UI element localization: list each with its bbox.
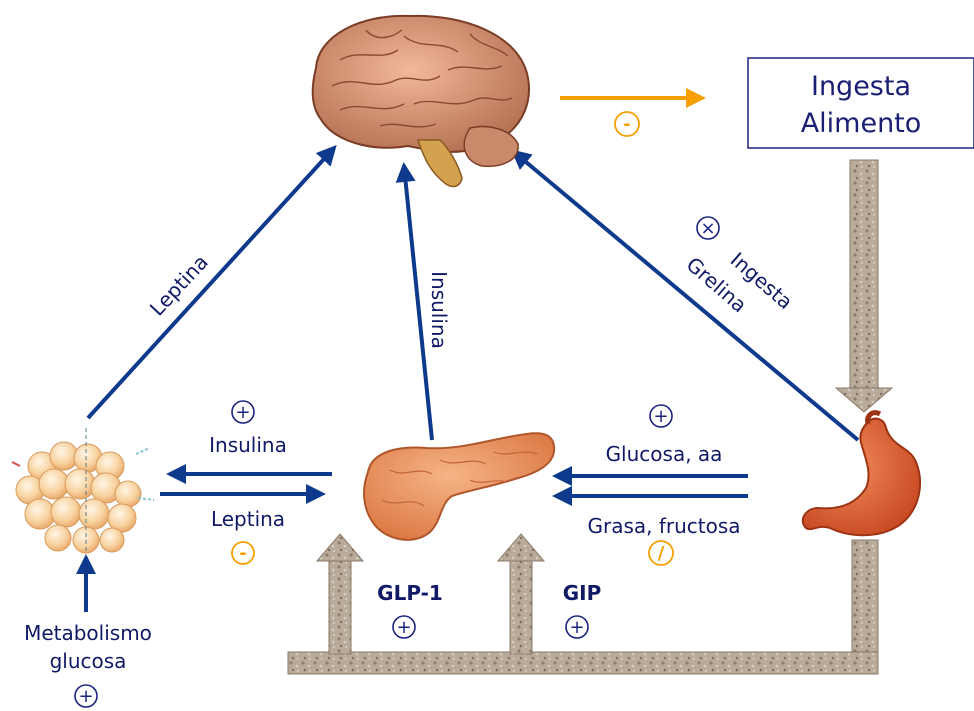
plus-symbol-insulina: + <box>232 401 254 423</box>
slash-symbol-grasa: / <box>649 541 673 565</box>
label-insulina-vertical: Insulina <box>427 271 451 349</box>
label-grasa-fructosa: Grasa, fructosa <box>587 514 740 538</box>
intake-box-line1: Ingesta <box>811 71 911 102</box>
adipocytes-icon <box>12 428 154 556</box>
svg-text:+: + <box>235 402 250 423</box>
label-glp1: GLP-1 <box>377 581 443 605</box>
svg-text:+: + <box>569 617 584 638</box>
label-glucosa: glucosa <box>50 649 127 673</box>
plus-symbol-glucosa: + <box>650 405 672 427</box>
intake-box-line2: Alimento <box>801 108 922 139</box>
signal-arrows <box>86 148 858 612</box>
label-leptina-horizontal: Leptina <box>211 507 285 531</box>
label-glucosa-aa: Glucosa, aa <box>606 442 723 466</box>
arrow-grelina-to-brain <box>514 152 858 440</box>
label-metabolismo: Metabolismo <box>24 621 152 645</box>
svg-text:-: - <box>239 543 246 564</box>
svg-text:+: + <box>653 406 668 427</box>
plus-symbol-gip: + <box>566 616 588 638</box>
minus-symbol-leptina: - <box>232 542 254 564</box>
label-insulina-horizontal: Insulina <box>209 433 287 457</box>
plus-symbol-glp1: + <box>393 616 415 638</box>
svg-text:/: / <box>658 543 665 564</box>
svg-text:+: + <box>396 617 411 638</box>
pancreas-icon <box>364 433 554 540</box>
minus-symbol-brain: - <box>615 112 639 136</box>
arrow-leptina-to-brain <box>88 148 334 418</box>
label-gip: GIP <box>563 581 602 605</box>
svg-text:×: × <box>700 218 715 239</box>
svg-text:-: - <box>623 114 630 135</box>
label-leptina-diagonal: Leptina <box>145 250 213 321</box>
intake-box: Ingesta Alimento <box>748 58 974 148</box>
times-symbol-ingesta: × <box>697 217 719 239</box>
svg-text:+: + <box>78 686 93 707</box>
stomach-icon <box>803 413 920 536</box>
brain-icon <box>313 16 529 187</box>
plus-symbol-metabolismo: + <box>75 685 97 707</box>
